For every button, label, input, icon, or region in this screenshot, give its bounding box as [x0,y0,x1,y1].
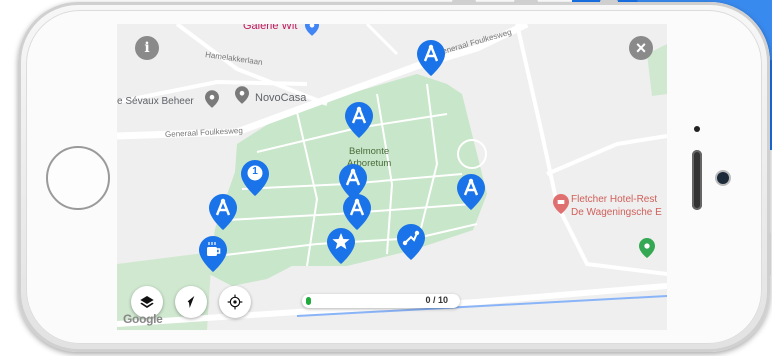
info-button[interactable]: i [135,36,159,60]
layers-button[interactable] [131,286,163,318]
locate-button[interactable] [219,286,251,318]
map-label-park-line1: Belmonte [349,146,390,157]
compass-pin-icon[interactable] [417,40,445,76]
map-label-novocasa: NovoCasa [255,92,307,104]
progress-fill [306,297,311,305]
place-marker-icon [205,90,219,108]
compass-pin-icon[interactable] [343,194,371,230]
hotel-marker-icon [553,194,569,214]
mute-switch [600,0,618,3]
progress-label: 0 / 10 [425,295,448,305]
earpiece-speaker [692,150,702,210]
close-button[interactable]: × [629,36,653,60]
map-label-galerie: Galerie Wit [243,24,298,32]
compass-button[interactable] [175,286,207,318]
proximity-sensor [694,126,700,132]
locate-icon [227,294,243,310]
map-label-park-line2: Arboretum [347,158,392,169]
compass-pin-icon[interactable] [209,194,237,230]
compass-pin-icon[interactable] [339,164,367,200]
power-button [767,232,771,276]
map-label-sevaux: e Sévaux Beheer [117,96,194,107]
home-button[interactable] [46,146,110,210]
numbered-pin-label: 1 [252,166,258,177]
park-marker-icon [639,238,655,258]
volume-button [514,0,538,3]
navigation-icon [187,296,195,308]
layers-icon [140,296,154,308]
compass-pin-icon[interactable] [345,102,373,138]
google-logo: Google [123,312,163,326]
progress-bar: 0 / 10 [302,294,460,308]
place-marker-icon [235,86,249,104]
map-label-hotel-line1: Fletcher Hotel-Rest [571,194,658,205]
map-canvas[interactable] [117,24,667,330]
numbered-pin-icon[interactable] [241,160,269,196]
compass-pin-icon[interactable] [457,174,485,210]
volume-button [452,0,476,3]
cafe-pin-icon[interactable] [199,236,227,272]
place-marker-icon [305,24,319,36]
front-camera [717,172,729,184]
map-label-hotel-line2: De Wageningsche E [571,207,662,218]
star-pin-icon[interactable] [327,228,355,264]
map-screen: Galerie Wit Hamelakkerlaan Generaal Foul… [117,24,667,330]
route-pin-icon[interactable] [397,224,425,260]
